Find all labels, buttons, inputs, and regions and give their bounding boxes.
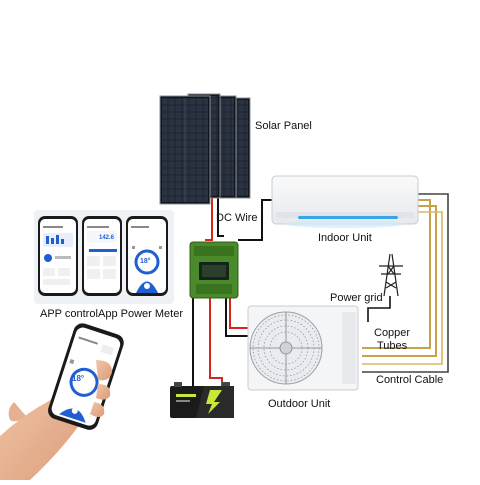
solar-panel (159, 95, 211, 205)
label-app-control: APP control (40, 308, 98, 320)
phone-screen-right (126, 216, 168, 296)
meter-value-readout: 142.6 (99, 235, 115, 241)
dc-wire-red (205, 196, 213, 241)
app-phone-screens (34, 210, 174, 304)
label-dc-wire: DC Wire (216, 212, 258, 224)
control-cable (362, 193, 449, 373)
indoor-ac-unit (271, 175, 419, 228)
copper-tube-3 (362, 211, 443, 365)
label-outdoor-unit: Outdoor Unit (268, 398, 331, 410)
label-app-power-meter: App Power Meter (98, 308, 183, 320)
solar-panel-array (159, 93, 251, 205)
temperature-readout: 18° (140, 258, 151, 265)
label-copper-tubes-line2: Tubes (376, 339, 408, 352)
label-copper-tubes-line1: Copper (374, 327, 411, 339)
power-grid-tower-icon (379, 253, 403, 297)
indoor-wire-black (238, 199, 274, 241)
outdoor-ac-unit (247, 305, 359, 391)
outdoor-wire-red (229, 296, 252, 329)
handheld-temperature-readout: 18° (72, 374, 85, 383)
hand-holding-phone (0, 323, 124, 480)
label-solar-panel: Solar Panel (255, 120, 312, 132)
label-control-cable: Control Cable (376, 374, 444, 386)
label-power-grid: Power grid (330, 292, 383, 304)
label-indoor-unit: Indoor Unit (318, 232, 372, 244)
hybrid-inverter (189, 241, 239, 299)
copper-tube-2 (362, 205, 437, 357)
phone-screen-left (38, 216, 78, 296)
outdoor-wire-black (225, 298, 252, 337)
battery-wire-red (209, 298, 223, 388)
copper-tube-1 (362, 199, 431, 349)
grid-cable (367, 296, 391, 322)
lithium-battery (170, 382, 234, 418)
dc-wire-black (217, 196, 224, 237)
label-copper-tubes: Copper Tubes (374, 327, 410, 352)
wiring (180, 193, 449, 389)
handheld-phone (48, 323, 124, 430)
phone-screen-middle (82, 216, 122, 296)
